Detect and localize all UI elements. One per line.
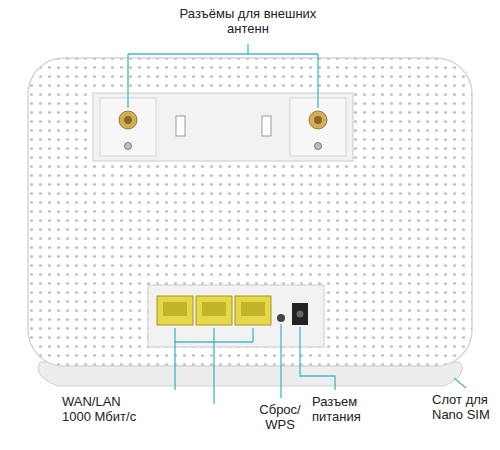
power-jack — [292, 303, 308, 325]
port-label: WAN/LAN 1000 Мбит/с — [62, 394, 146, 424]
sim-label: Слот для Nano SIM — [432, 392, 496, 422]
antenna-plate — [93, 93, 353, 161]
antenna-connector — [119, 111, 327, 150]
ethernet-port — [157, 296, 271, 325]
power-label: Разъем питания — [312, 394, 376, 424]
mount-slot — [262, 116, 271, 136]
button-label: Сброс/ WPS — [252, 402, 308, 432]
router-body — [28, 58, 472, 366]
vent-dots — [28, 58, 472, 366]
mount-slot — [176, 116, 185, 136]
leader-line — [128, 44, 466, 404]
reset-hole — [277, 314, 285, 322]
antenna-label: Разъёмы для внешних антенн — [173, 6, 323, 36]
